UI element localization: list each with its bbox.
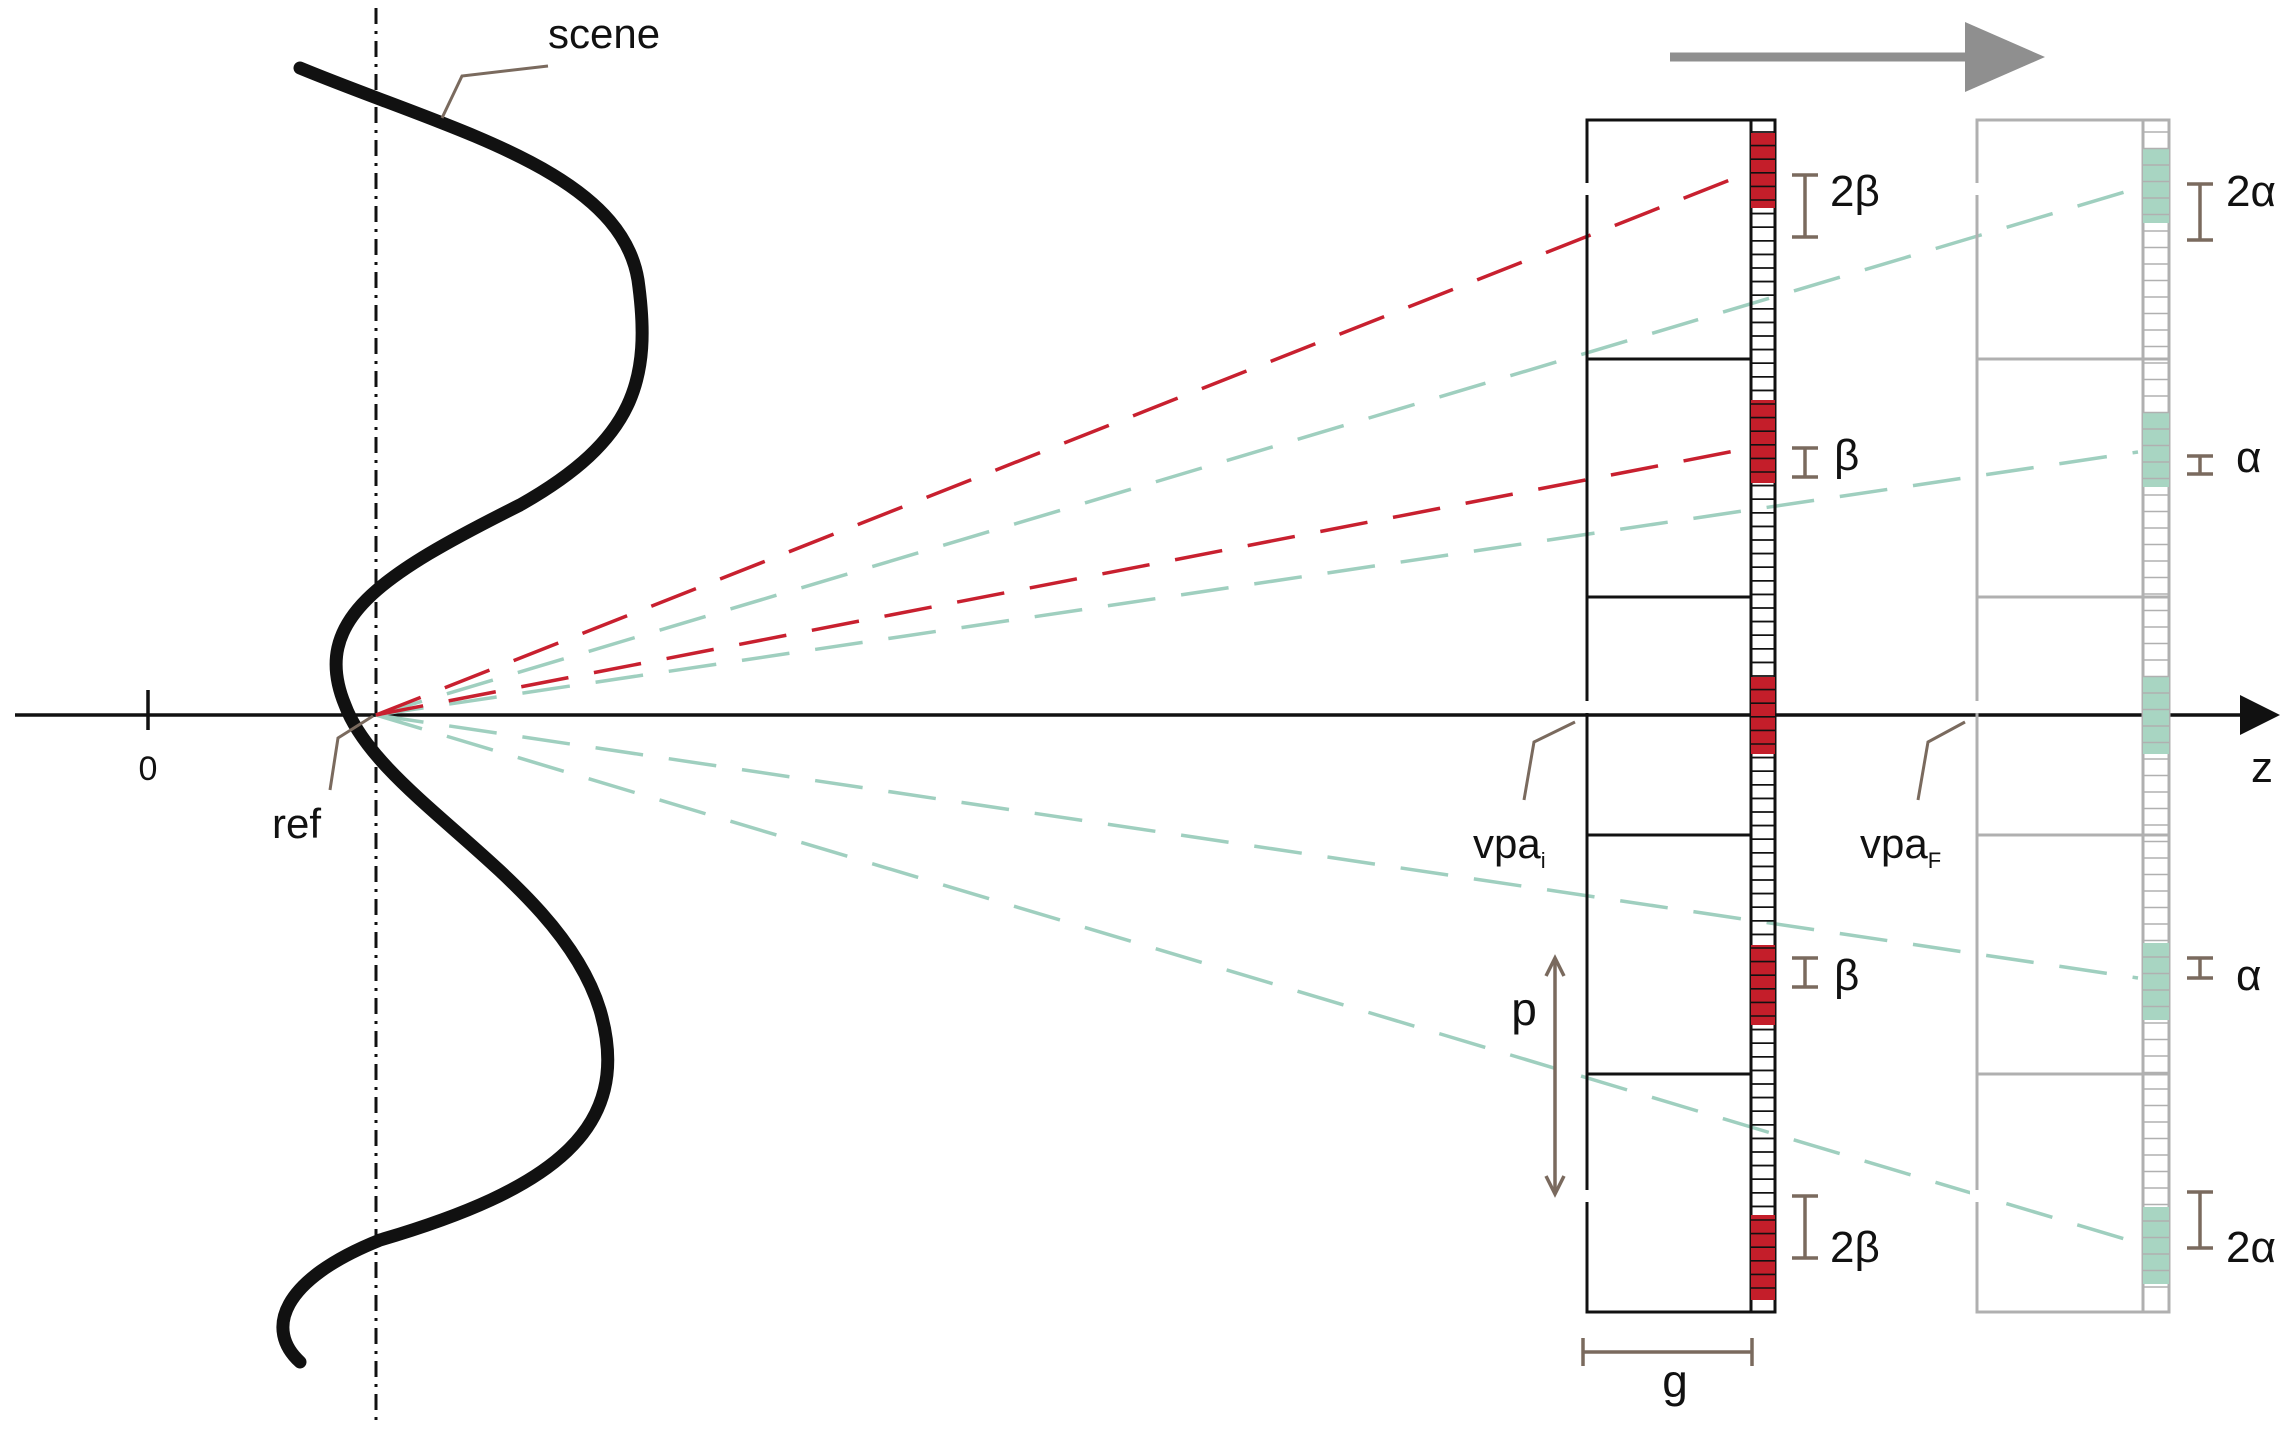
angle-alpha-mid: α [2236,433,2261,482]
scene-curve [276,61,649,1369]
vpa-initial-panel [1585,118,1777,1314]
alpha-brackets [2187,182,2213,1250]
leader-lines [328,64,1966,801]
gap-label: g [1662,1355,1688,1407]
angle-2alpha-top: 2α [2226,167,2276,216]
z-axis-label: z [2251,743,2273,792]
pitch-label: p [1511,983,1537,1035]
ref-label: ref [272,800,321,847]
beta-brackets [1792,173,1818,1260]
origin-label: 0 [139,750,158,788]
movement-arrow [1670,22,2045,92]
angle-beta-mid: β [1834,431,1859,480]
pitch-dimension [1544,954,1566,1198]
vpa-initial-apertures [1580,183,1594,1202]
red-rays [375,170,1751,717]
angle-2beta-top: 2β [1830,167,1880,216]
gap-dimension [1581,1338,1754,1366]
red-pixel-overlines [1751,131,1775,1289]
scene-label: scene [548,10,660,57]
vpa-final-apertures [1970,183,1984,1202]
vpa-initial-label: vpai [1473,820,1546,873]
green-pixel-blocks [2143,148,2169,1284]
angle-2beta-bottom: 2β [1830,1223,1880,1272]
vpa-final-pixel-lines [2143,131,2169,1288]
vpa-final-label: vpaF [1860,820,1941,873]
green-rays [375,186,2139,1245]
angle-2alpha-bottom: 2α [2226,1223,2276,1272]
angle-beta-low: β [1834,951,1859,1000]
angle-alpha-low: α [2236,951,2261,1000]
